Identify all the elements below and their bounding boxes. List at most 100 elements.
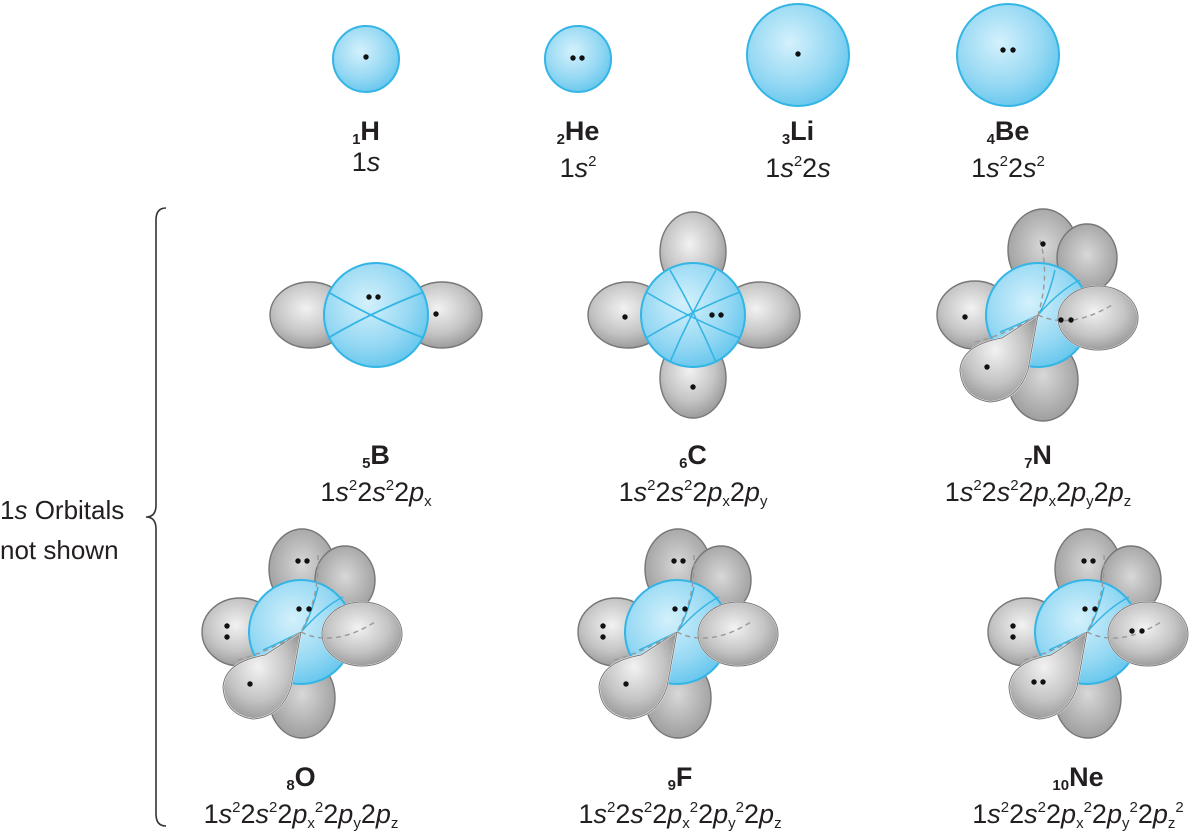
config-token: x	[1076, 815, 1084, 832]
config-token: y	[759, 493, 768, 510]
config-token: s	[593, 799, 607, 829]
element-symbol: 1H	[352, 116, 380, 148]
orbital-n	[936, 208, 1139, 422]
config-token: s	[633, 477, 648, 507]
config-token: s	[335, 477, 349, 507]
electron-config: 1s22s22px	[266, 470, 486, 518]
atom-label-he: 2He 1s2	[468, 116, 688, 184]
config-token: 2	[698, 799, 714, 829]
config-token: 2	[1010, 477, 1019, 494]
orbitals-note: 1s Orbitals not shown	[0, 490, 150, 570]
element-symbol: 6C	[679, 440, 707, 472]
config-token: p	[713, 799, 729, 829]
electron-config: 1s22s22px22py22pz	[570, 792, 790, 840]
orbital-h	[332, 25, 400, 93]
element-symbol: 3Li	[781, 116, 815, 148]
config-token: s	[780, 153, 794, 183]
electron-config: 1s22s22px22py2pz	[191, 792, 411, 840]
config-token: 2	[269, 799, 278, 816]
config-token: s	[630, 799, 644, 829]
config-token: 2	[999, 153, 1008, 170]
config-token: 1	[578, 799, 594, 829]
config-token: y	[1086, 493, 1094, 510]
config-token: 2	[1056, 477, 1072, 507]
config-token: x	[682, 815, 690, 832]
config-token: 2	[588, 153, 597, 170]
config-token: 2	[1008, 153, 1024, 183]
orbital-he	[544, 25, 612, 93]
config-token: x	[307, 815, 315, 832]
config-token: p	[667, 799, 683, 829]
atom-label-li: 3Li 1s22s	[688, 116, 908, 184]
config-token: x	[722, 493, 730, 510]
atom-label-h: 1H 1s	[256, 116, 476, 178]
config-token: 2	[385, 477, 395, 494]
config-token: 2	[1009, 799, 1025, 829]
config-token: 2	[643, 799, 653, 816]
config-token: 2	[652, 799, 668, 829]
config-token: 1	[971, 153, 987, 183]
orbital-f	[577, 528, 779, 739]
config-token: s	[366, 147, 381, 177]
config-token: 2	[615, 799, 631, 829]
config-token: s	[255, 799, 270, 829]
electron-config: 1s22s	[688, 146, 908, 184]
config-token: 2	[683, 477, 693, 494]
config-token: x	[424, 493, 432, 510]
config-token: 2	[1046, 799, 1062, 829]
config-token: x	[1048, 493, 1057, 510]
config-token: 2	[360, 799, 376, 829]
config-token: s	[987, 799, 1001, 829]
electron-config: 1s	[256, 146, 476, 178]
config-token: p	[759, 799, 775, 829]
config-token: 2	[394, 477, 410, 507]
config-token: 2	[647, 477, 656, 494]
orbitals-note-line1: 1s Orbitals	[0, 495, 125, 525]
config-token: 2	[1137, 799, 1153, 829]
config-token: 1	[320, 477, 336, 507]
config-token: 2	[689, 799, 699, 816]
config-token: s	[996, 477, 1011, 507]
orbital-c	[587, 211, 801, 419]
config-token: 2	[802, 153, 818, 183]
config-token: s	[372, 477, 386, 507]
config-token: 2	[735, 799, 744, 816]
config-token: 1	[765, 153, 781, 183]
config-token: 2	[232, 799, 241, 816]
config-token: 2	[729, 477, 745, 507]
config-token: 2	[323, 799, 339, 829]
config-token: 2	[1093, 477, 1109, 507]
element-symbol: 4Be	[986, 116, 1030, 148]
atom-label-ne: 10Ne 1s22s22px22py22pz2	[968, 762, 1188, 840]
config-token: 2	[1037, 799, 1047, 816]
config-token: p	[1071, 477, 1087, 507]
orbital-b	[269, 262, 483, 368]
orbital-o	[201, 528, 403, 739]
config-token: 2	[973, 477, 982, 494]
electron-config: 1s22s2	[898, 146, 1118, 184]
atom-label-be: 4Be 1s22s2	[898, 116, 1118, 184]
config-token: 2	[240, 799, 256, 829]
config-token: 2	[793, 153, 803, 170]
config-token: y	[728, 815, 736, 832]
atom-label-b: 5B 1s22s22px	[266, 440, 486, 518]
atom-label-n: 7N 1s22s22px2py2pz	[928, 440, 1148, 518]
config-token: 2	[277, 799, 293, 829]
element-symbol: 7N	[1024, 440, 1052, 472]
config-token: s	[959, 477, 974, 507]
config-token: 1	[203, 799, 219, 829]
electron-config: 1s22s22px2py2pz	[928, 470, 1148, 518]
config-token: 2	[1000, 799, 1010, 816]
config-token: 2	[606, 799, 616, 816]
config-token: s	[1023, 153, 1037, 183]
element-symbol: 5B	[362, 440, 390, 472]
orbital-li	[746, 3, 850, 107]
config-token: 1	[618, 477, 634, 507]
atom-label-c: 6C 1s22s22px2py	[583, 440, 803, 518]
config-token: y	[1121, 815, 1130, 832]
config-token: 2	[348, 477, 358, 494]
config-token: 2	[981, 477, 997, 507]
orbital-ne	[987, 528, 1189, 739]
config-token: p	[707, 477, 723, 507]
config-token: s	[817, 153, 831, 183]
